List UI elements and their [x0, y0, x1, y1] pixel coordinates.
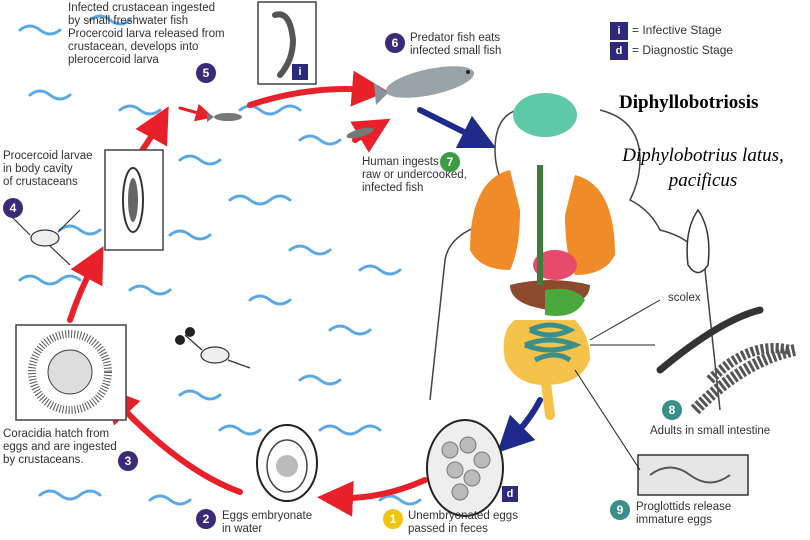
species-line-1: Diphylobotrius latus, — [622, 145, 784, 166]
water-waves — [18, 14, 422, 506]
step-8-badge: 8 — [662, 400, 682, 420]
step-7-label: Human ingests raw or undercooked, infect… — [362, 156, 467, 194]
diagnostic-stage-marker: d — [502, 486, 518, 502]
step-4-label: Procercoid larvae in body cavity of crus… — [3, 150, 93, 188]
step-1-label: Unembryonated eggs passed in feces — [408, 510, 518, 535]
diagnostic-stage-legend-label: = Diagnostic Stage — [632, 43, 734, 57]
step-1-badge: 1 — [383, 509, 403, 529]
step-2-badge: 2 — [196, 509, 216, 529]
step-5-badge: 5 — [196, 63, 216, 83]
step-2-label: Eggs embryonate in water — [222, 510, 313, 535]
step-5-label: Infected crustacean ingested by small fr… — [68, 2, 225, 66]
step-8-label: Adults in small intestine — [650, 425, 771, 437]
step-4-badge: 4 — [3, 198, 23, 218]
step-7-badge: 7 — [440, 152, 460, 172]
species-line-2: pacificus — [668, 170, 738, 191]
predator-fish — [374, 66, 475, 105]
step-9-label: Proglottids release immature eggs — [636, 501, 732, 526]
step-9-badge: 9 — [610, 500, 630, 520]
diagnostic-stage-legend-icon: d — [610, 42, 628, 60]
step-3-label: Coracidia hatch from eggs and are ingest… — [3, 428, 117, 466]
scolex-label: scolex — [668, 292, 701, 304]
infective-stage-marker: i — [292, 64, 308, 80]
species-name: Diphylobotrius latus, pacificus — [598, 143, 808, 193]
human-arrows — [417, 107, 543, 453]
step-6-badge: 6 — [385, 33, 405, 53]
step-3-badge: 3 — [118, 451, 138, 471]
infective-stage-legend-label: = Infective Stage — [632, 23, 722, 37]
infective-stage-legend-icon: i — [610, 22, 628, 40]
diagram-title: Diphyllobotriosis — [619, 92, 759, 113]
step-6-label: Predator fish eats infected small fish — [410, 32, 502, 57]
